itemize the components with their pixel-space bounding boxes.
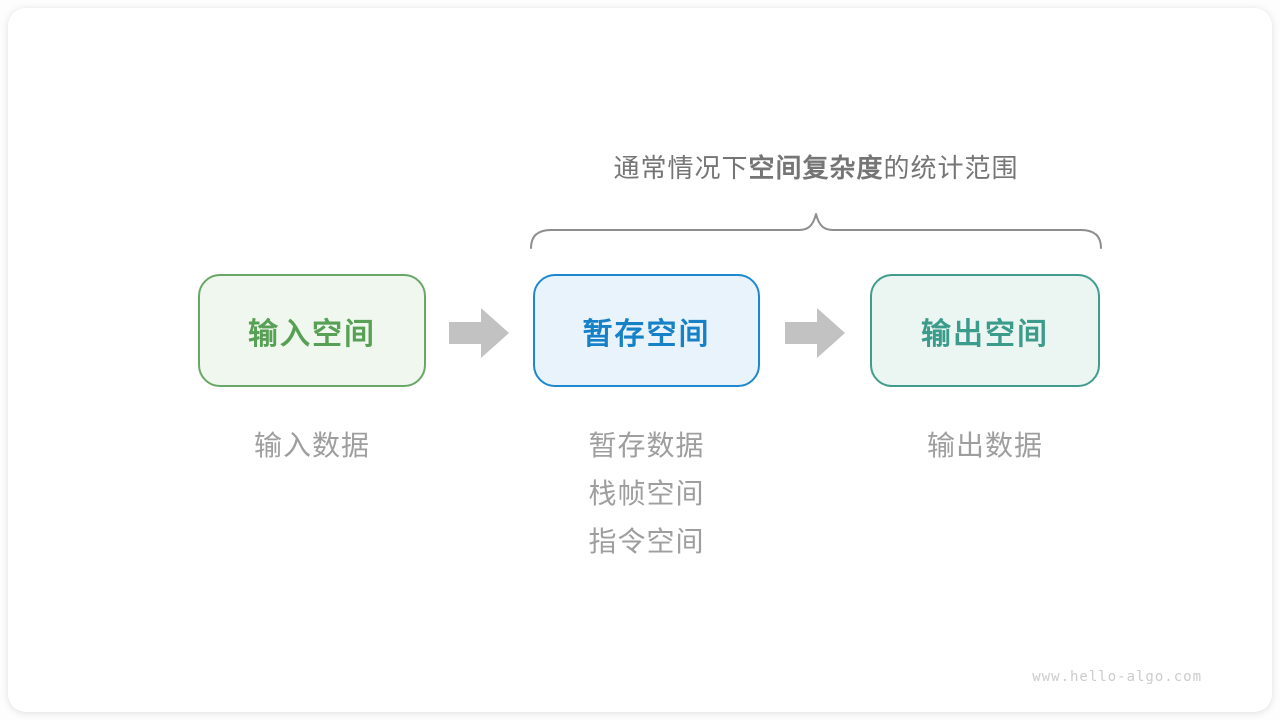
arrow-right-icon — [785, 308, 845, 358]
scope-title-prefix: 通常情况下 — [613, 153, 749, 183]
note-item: 栈帧空间 — [588, 478, 705, 509]
note-item: 输出数据 — [926, 430, 1043, 461]
notes-temp-space: 暂存数据 栈帧空间 指令空间 — [533, 422, 760, 566]
note-item: 暂存数据 — [588, 430, 705, 461]
note-item: 指令空间 — [588, 526, 705, 557]
node-input-space-label: 输入空间 — [248, 317, 376, 351]
node-temp-space: 暂存空间 — [533, 274, 760, 387]
curly-brace-path — [530, 213, 1102, 249]
scope-title: 通常情况下空间复杂度的统计范围 — [523, 150, 1109, 186]
arrow-right-shape — [449, 308, 509, 358]
node-input-space: 输入空间 — [198, 274, 426, 387]
arrow-right-shape — [785, 308, 845, 358]
node-temp-space-label: 暂存空间 — [582, 317, 711, 351]
diagram-card: 通常情况下空间复杂度的统计范围 输入空间 暂存空间 输出空间 输入数据 暂存数据… — [8, 8, 1272, 712]
scope-title-bold: 空间复杂度 — [748, 153, 884, 183]
curly-brace-icon — [530, 213, 1102, 249]
arrow-right-icon — [449, 308, 509, 358]
notes-output-space: 输出数据 — [870, 422, 1100, 470]
node-output-space: 输出空间 — [870, 274, 1100, 387]
scope-title-suffix: 的统计范围 — [883, 153, 1019, 183]
notes-input-space: 输入数据 — [198, 422, 426, 470]
note-item: 输入数据 — [253, 430, 370, 461]
node-output-space-label: 输出空间 — [921, 317, 1049, 351]
watermark: www.hello-algo.com — [1032, 669, 1202, 685]
